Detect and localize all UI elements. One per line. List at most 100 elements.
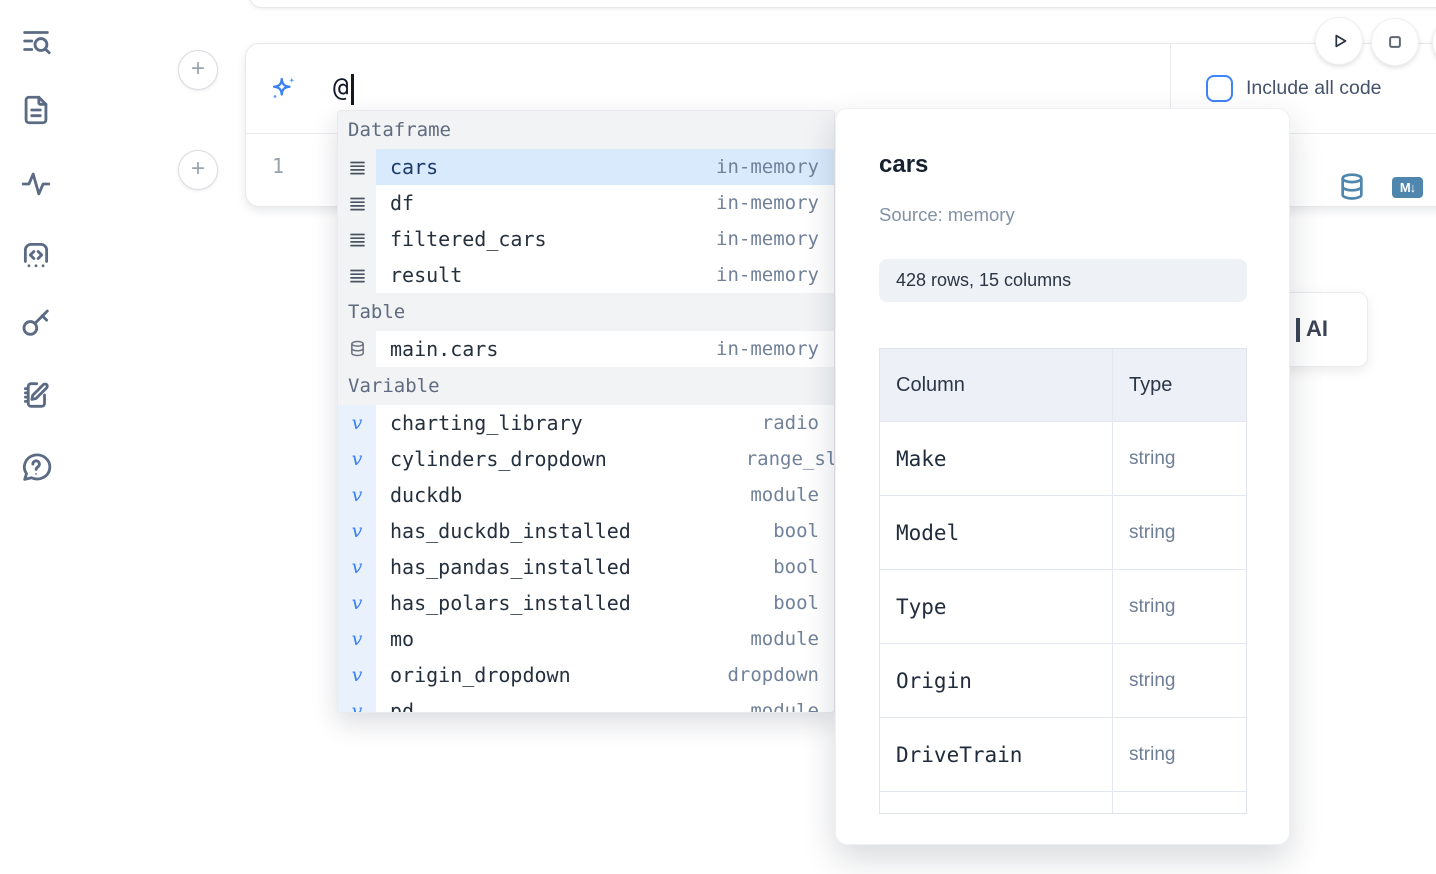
column-name: Origin [896, 668, 972, 693]
item-icon-gutter [338, 149, 376, 185]
item-name: has_polars_installed [390, 591, 631, 615]
item-type: radio [761, 412, 819, 434]
item-name: origin_dropdown [390, 663, 571, 687]
database-icon [350, 340, 364, 357]
variable-v-icon: v [351, 664, 363, 686]
autocomplete-section-header: Dataframe [338, 111, 834, 149]
item-name: cars [390, 155, 439, 179]
item-type: bool [773, 556, 819, 578]
column-type: string [1129, 521, 1176, 543]
line-number: 1 [272, 154, 285, 178]
preview-source: Source: memory [879, 204, 1015, 225]
item-type: in-memory [716, 338, 819, 360]
autocomplete-item[interactable]: cars in-memory [338, 149, 834, 185]
autocomplete-item[interactable]: main.cars in-memory [338, 331, 834, 367]
item-icon-gutter: v [338, 513, 376, 549]
item-name: mo [390, 627, 415, 651]
preview-title: cars [879, 151, 929, 178]
text-cursor [351, 74, 354, 105]
item-icon-gutter: v [338, 585, 376, 621]
dataframe-rows-icon [349, 269, 365, 282]
shape-badge: 428 rows, 15 columns [879, 259, 1247, 302]
item-type: in-memory [716, 156, 819, 178]
dataframe-rows-icon [349, 161, 365, 174]
autocomplete-item[interactable]: v origin_dropdown dropdown [338, 657, 834, 693]
table-row: Model string [880, 496, 1246, 570]
item-icon-gutter: v [338, 441, 376, 477]
ai-prompt-input[interactable]: @ [333, 73, 349, 103]
column-type: string [1129, 595, 1176, 617]
item-icon-gutter [338, 221, 376, 257]
item-name: pd [390, 699, 415, 713]
item-name: cylinders_dropdown [390, 447, 607, 471]
code-snippets-icon[interactable] [19, 238, 53, 272]
autocomplete-item[interactable]: v cylinders_dropdown range_slider [338, 441, 834, 477]
help-chat-icon[interactable] [19, 451, 53, 485]
ai-button-label: AI [1306, 316, 1328, 341]
scratchpad-notebook-icon[interactable] [19, 378, 53, 412]
file-document-icon[interactable] [19, 93, 53, 127]
list-search-icon[interactable] [19, 24, 53, 58]
variable-v-icon: v [351, 700, 363, 713]
item-type: in-memory [716, 192, 819, 214]
add-cell-button[interactable]: + [178, 50, 218, 90]
column-name: Type [896, 594, 947, 619]
item-type: range_slider [745, 448, 834, 470]
item-type: bool [773, 592, 819, 614]
column-type: string [1129, 447, 1176, 469]
previous-cell-edge [248, 0, 1436, 8]
divider [1170, 44, 1171, 134]
stop-button[interactable] [1372, 19, 1418, 65]
include-all-code-label[interactable]: Include all code [1246, 77, 1382, 99]
dataframe-rows-icon [349, 233, 365, 246]
column-name: Make [896, 446, 947, 471]
dataframe-preview-panel: cars Source: memory 428 rows, 15 columns… [835, 108, 1290, 845]
variable-v-icon: v [351, 412, 363, 434]
item-type: dropdown [727, 664, 819, 686]
item-name: result [390, 263, 463, 287]
variable-v-icon: v [351, 520, 363, 542]
partial-clipped-button[interactable] [1433, 19, 1436, 65]
dataframe-rows-icon [349, 197, 365, 210]
include-all-code-checkbox[interactable] [1206, 75, 1233, 102]
ai-sparkle-icon [272, 77, 295, 98]
database-icon[interactable] [1338, 172, 1366, 202]
table-row-clipped [880, 792, 1246, 813]
autocomplete-item[interactable]: v has_polars_installed bool [338, 585, 834, 621]
item-name: main.cars [390, 337, 499, 361]
variable-v-icon: v [351, 556, 363, 578]
play-icon [1335, 34, 1347, 48]
autocomplete-section-header: Table [338, 293, 834, 331]
column-name: Model [896, 520, 960, 545]
item-icon-gutter: v [338, 405, 376, 441]
markdown-icon[interactable]: M↓ [1392, 177, 1423, 198]
item-type: in-memory [716, 228, 819, 250]
code-editor-row[interactable]: 1 [246, 134, 1436, 207]
run-button[interactable] [1316, 18, 1362, 64]
key-icon[interactable] [19, 306, 53, 340]
autocomplete-item[interactable]: v charting_library radio [338, 405, 834, 441]
item-type: bool [773, 520, 819, 542]
item-icon-gutter [338, 185, 376, 221]
activity-icon[interactable] [19, 167, 53, 201]
item-name: charting_library [390, 411, 583, 435]
add-cell-button[interactable]: + [178, 150, 218, 190]
item-type: module [750, 484, 819, 506]
item-icon-gutter: v [338, 549, 376, 585]
stop-icon [1389, 36, 1401, 48]
column-name: DriveTrain [896, 742, 1023, 767]
autocomplete-section-header: Variable [338, 367, 834, 405]
item-type: module [750, 628, 819, 650]
